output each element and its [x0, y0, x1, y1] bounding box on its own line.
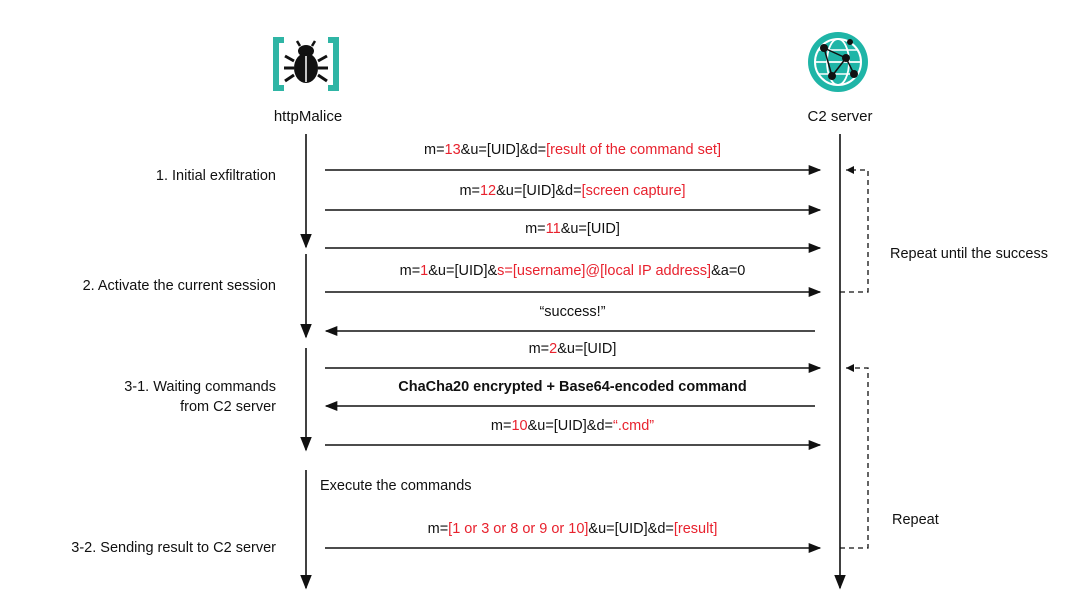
message-text: &u=[UID]&d= [496, 183, 582, 199]
globe-network-icon [806, 30, 870, 94]
message-text: &u=[UID] [560, 221, 620, 237]
message-param-highlight: s=[username]@[local IP address] [497, 263, 712, 279]
client-actor-label: httpMalice [273, 108, 343, 125]
loop-bracket-2 [840, 367, 869, 549]
loop-label-1: Repeat until the success [890, 246, 1048, 262]
message-param-highlight: 10 [511, 418, 528, 434]
message-param-highlight: “.cmd” [613, 418, 655, 434]
phase-label-3: 3-1. Waiting commands from C2 server [124, 379, 276, 415]
message-param-highlight: 1 [420, 263, 429, 279]
message-param-highlight: [result of the command set] [546, 142, 721, 158]
message-label-9: m=[1 or 3 or 8 or 9 or 10]&u=[UID]&d=[re… [325, 521, 820, 537]
message-label-8: m=10&u=[UID]&d=“.cmd” [325, 418, 820, 434]
phase-label-4: 3-2. Sending result to C2 server [71, 540, 276, 556]
message-param-highlight: [result] [673, 521, 718, 537]
phase-label-1: 1. Initial exfiltration [155, 168, 276, 184]
message-text: m= [528, 341, 550, 357]
message-label-5: “success!” [325, 304, 820, 320]
message-label-6: m=2&u=[UID] [325, 341, 820, 357]
message-label-7: ChaCha20 encrypted + Base64-encoded comm… [325, 379, 820, 395]
message-text: m= [490, 418, 512, 434]
message-label-2: m=12&u=[UID]&d=[screen capture] [325, 183, 820, 199]
message-param-highlight: 13 [444, 142, 461, 158]
message-text: &u=[UID] [557, 341, 617, 357]
message-param-highlight: 12 [479, 183, 497, 199]
message-text: m= [399, 263, 421, 279]
message-text: m= [423, 142, 445, 158]
message-param-highlight: [1 or 3 or 8 or 9 or 10] [448, 521, 589, 537]
loop-label-2: Repeat [892, 512, 939, 528]
message-text: ChaCha20 encrypted + Base64-encoded comm… [398, 379, 747, 395]
message-text: &a=0 [711, 263, 746, 279]
message-param-highlight: 11 [545, 221, 561, 237]
message-text: m= [459, 183, 480, 199]
bug-icon [270, 36, 342, 92]
message-text: &u=[UID]& [428, 263, 498, 279]
execute-note: Execute the commands [320, 478, 472, 494]
loop-bracket-1 [840, 169, 869, 293]
phase-label-2: 2. Activate the current session [82, 278, 276, 294]
message-param-highlight: [screen capture] [581, 183, 686, 199]
message-text: &u=[UID]&d= [588, 521, 674, 537]
message-label-3: m=11&u=[UID] [325, 221, 820, 237]
server-actor-label: C2 server [807, 108, 873, 125]
message-param-highlight: 2 [549, 341, 558, 357]
message-text: &u=[UID]&d= [460, 142, 547, 158]
message-text: m= [427, 521, 449, 537]
message-text: “success!” [539, 304, 606, 320]
message-text: &u=[UID]&d= [527, 418, 614, 434]
message-label-4: m=1&u=[UID]&s=[username]@[local IP addre… [325, 263, 820, 279]
message-text: m= [525, 221, 546, 237]
message-label-1: m=13&u=[UID]&d=[result of the command se… [325, 142, 820, 158]
